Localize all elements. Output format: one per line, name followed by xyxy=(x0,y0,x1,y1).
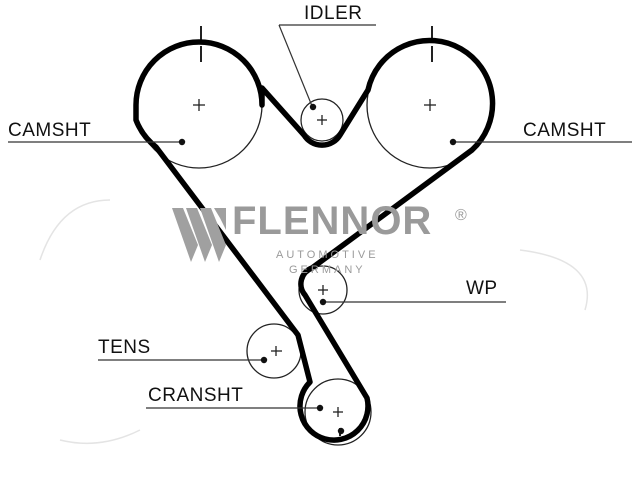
idler-center-icon xyxy=(317,115,327,125)
watermark: FLENNOR ® AUTOMOTIVE GERMANY xyxy=(172,199,467,276)
center-marks xyxy=(193,99,436,417)
tensioner-dot xyxy=(260,356,268,364)
camshaft-right-dot xyxy=(449,138,457,146)
label-idler: IDLER xyxy=(304,3,362,24)
label-camshaft-right: CAMSHT xyxy=(523,120,606,141)
label-camshaft-left: CAMSHT xyxy=(8,120,91,141)
leader-lines xyxy=(8,24,632,409)
labels: CAMSHT IDLER CAMSHT WP TENS CRANSHT xyxy=(8,3,606,406)
tensioner-center-icon xyxy=(271,346,282,356)
camshaft-left-center-icon xyxy=(193,99,205,111)
watermark-brand: FLENNOR xyxy=(232,199,432,243)
label-tensioner: TENS xyxy=(98,337,151,358)
label-water-pump: WP xyxy=(466,278,498,299)
watermark-registered: ® xyxy=(455,207,467,224)
camshaft-right-center-icon xyxy=(424,99,436,111)
reference-dots xyxy=(178,103,457,435)
crankshaft-center-icon xyxy=(333,407,343,417)
water-pump-center-icon xyxy=(318,285,328,295)
idler-dot xyxy=(309,103,317,111)
crankshaft-lower-dot xyxy=(337,427,345,435)
crankshaft-dot xyxy=(316,404,324,412)
water-pump-dot xyxy=(319,298,327,306)
timing-marks xyxy=(200,26,433,436)
camshaft-left-dot xyxy=(178,138,186,146)
timing-belt xyxy=(133,37,496,443)
idler-pulley xyxy=(300,98,344,142)
label-crankshaft: CRANSHT xyxy=(148,385,243,406)
crankshaft-pulley xyxy=(304,378,372,446)
flennor-logo-icon xyxy=(172,208,226,262)
background-traces xyxy=(39,199,589,445)
watermark-line2: GERMANY xyxy=(289,264,366,276)
watermark-line1: AUTOMOTIVE xyxy=(276,249,379,261)
